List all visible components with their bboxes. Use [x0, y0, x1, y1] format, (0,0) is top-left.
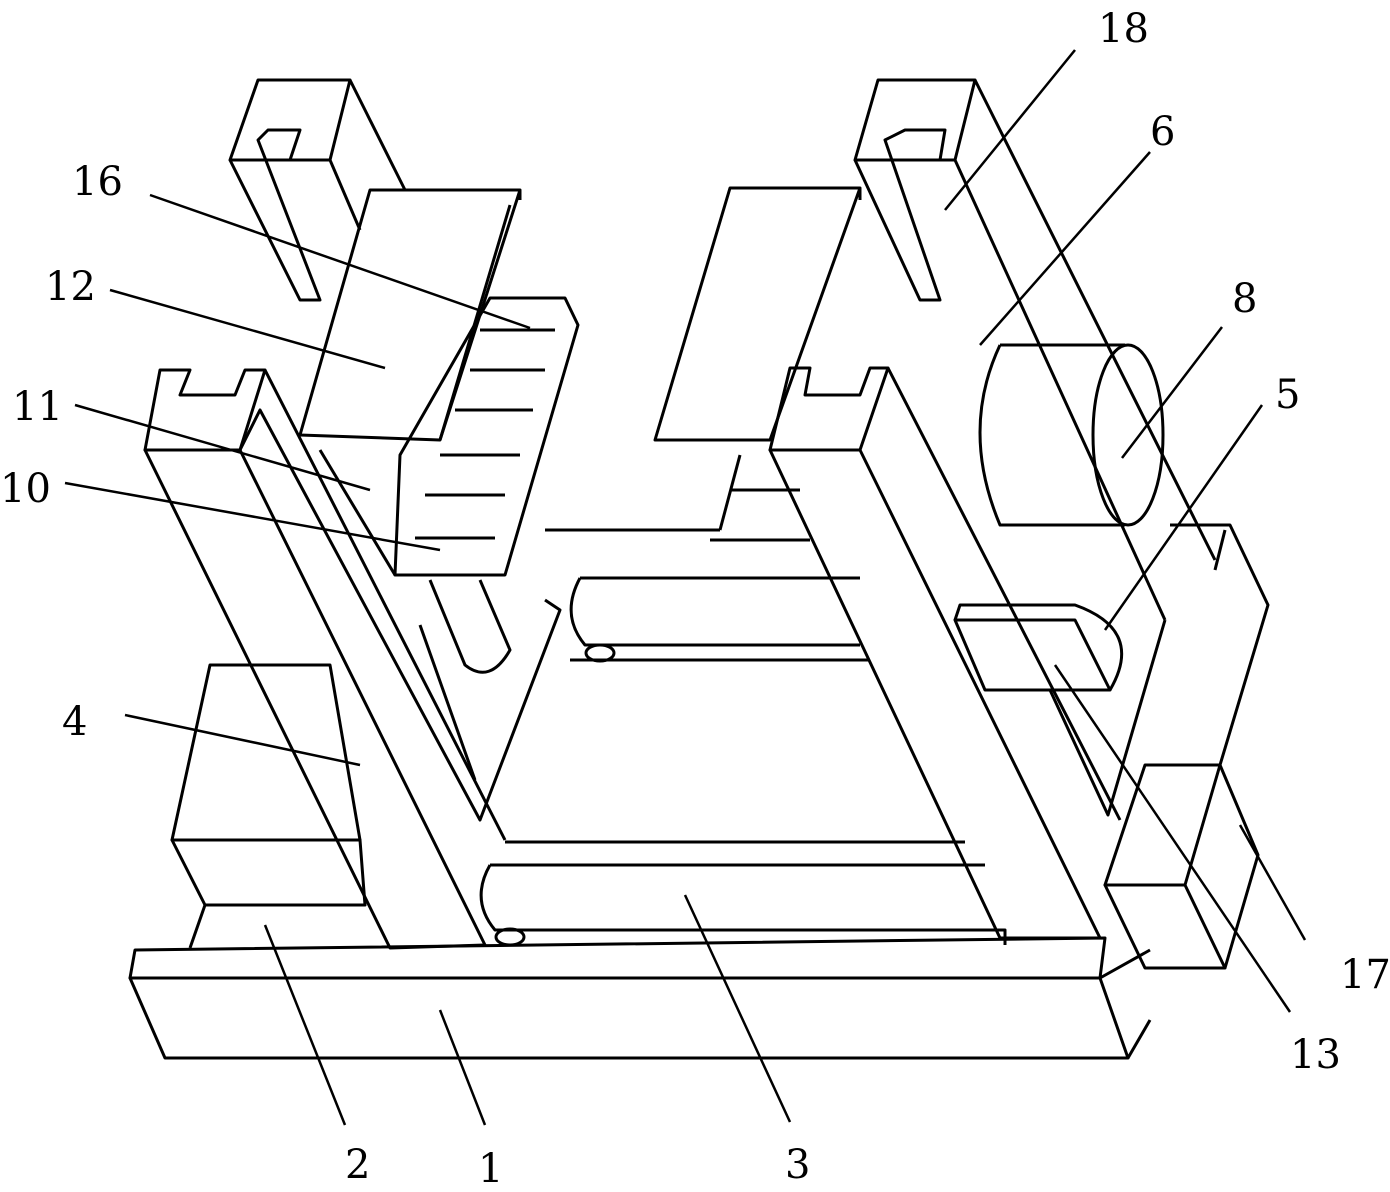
label-2: 2 — [345, 1142, 370, 1188]
label-17: 17 — [1340, 952, 1390, 998]
base-plate — [128, 936, 1152, 1060]
label-8: 8 — [1232, 276, 1257, 322]
label-12: 12 — [45, 264, 96, 310]
right-frame — [768, 366, 1122, 940]
label-16: 16 — [72, 159, 123, 205]
block-5 — [953, 603, 1124, 692]
label-3: 3 — [785, 1142, 810, 1188]
leader-lines — [64, 49, 1307, 1126]
label-1: 1 — [478, 1146, 503, 1192]
label-18: 18 — [1098, 6, 1149, 52]
label-6: 6 — [1150, 109, 1175, 155]
right-upper-column — [853, 78, 1217, 621]
motor-8 — [978, 343, 1165, 527]
slide-plate-16 — [318, 296, 580, 577]
right-back-plate — [1048, 523, 1270, 817]
label-10: 10 — [0, 466, 51, 512]
label-5: 5 — [1275, 372, 1300, 418]
block-17 — [1103, 763, 1260, 970]
left-block — [170, 663, 367, 949]
label-4: 4 — [62, 699, 87, 745]
rod — [428, 579, 512, 674]
label-11: 11 — [12, 384, 63, 430]
left-frame — [143, 368, 562, 950]
left-upper-column — [228, 78, 407, 302]
label-13: 13 — [1290, 1032, 1341, 1078]
motor-box-12 — [298, 188, 522, 442]
upper-shaft — [545, 528, 870, 663]
lower-shaft-3 — [479, 840, 1007, 947]
right-slide-plate — [653, 186, 862, 542]
